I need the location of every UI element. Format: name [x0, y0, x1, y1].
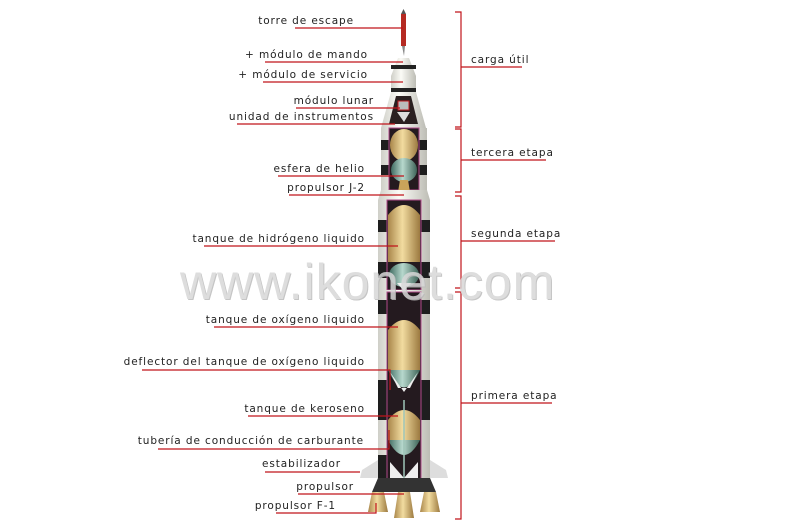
label-propulsor-f1: propulsor F-1 [254, 500, 336, 512]
label-tuberia: tubería de conducción de carburante [137, 435, 364, 447]
lunar-module [397, 100, 410, 111]
leader-lines [142, 27, 404, 514]
command-service-module [391, 58, 416, 92]
label-deflector: deflector del tanque de oxígeno liquido [123, 356, 365, 368]
label-tanque-hidrogeno: tanque de hidrógeno liquido [192, 233, 365, 245]
plus-icon: + [245, 49, 255, 61]
stabilizer-fin [360, 460, 378, 478]
label-modulo-de-mando: + módulo de mando [245, 49, 368, 61]
label-carga-util: carga útil [471, 54, 530, 66]
label-text: módulo de servicio [252, 69, 368, 81]
label-esfera-de-helio: esfera de helio [273, 163, 365, 175]
label-tercera-etapa: tercera etapa [471, 147, 554, 159]
label-tanque-oxigeno: tanque de oxígeno liquido [205, 314, 365, 326]
label-estabilizador: estabilizador [262, 458, 341, 470]
escape-tower [401, 9, 406, 56]
first-stage [360, 290, 448, 492]
label-tanque-keroseno: tanque de keroseno [244, 403, 365, 415]
plus-icon: + [238, 69, 248, 81]
label-torre-de-escape: torre de escape [258, 15, 354, 27]
label-modulo-lunar: módulo lunar [293, 95, 374, 107]
f1-engines [368, 492, 440, 518]
label-modulo-de-servicio: + módulo de servicio [238, 69, 368, 81]
label-primera-etapa: primera etapa [471, 390, 558, 402]
label-unidad-de-instrumentos: unidad de instrumentos [228, 111, 374, 123]
label-segunda-etapa: segunda etapa [471, 228, 562, 240]
label-text: módulo de mando [258, 49, 368, 61]
label-propulsor: propulsor [296, 481, 354, 493]
watermark: www.ikonet.com [180, 254, 556, 310]
third-stage [381, 127, 427, 192]
stage-brackets [455, 11, 555, 520]
label-propulsor-j2: propulsor J-2 [287, 182, 365, 194]
second-stage [378, 199, 430, 291]
